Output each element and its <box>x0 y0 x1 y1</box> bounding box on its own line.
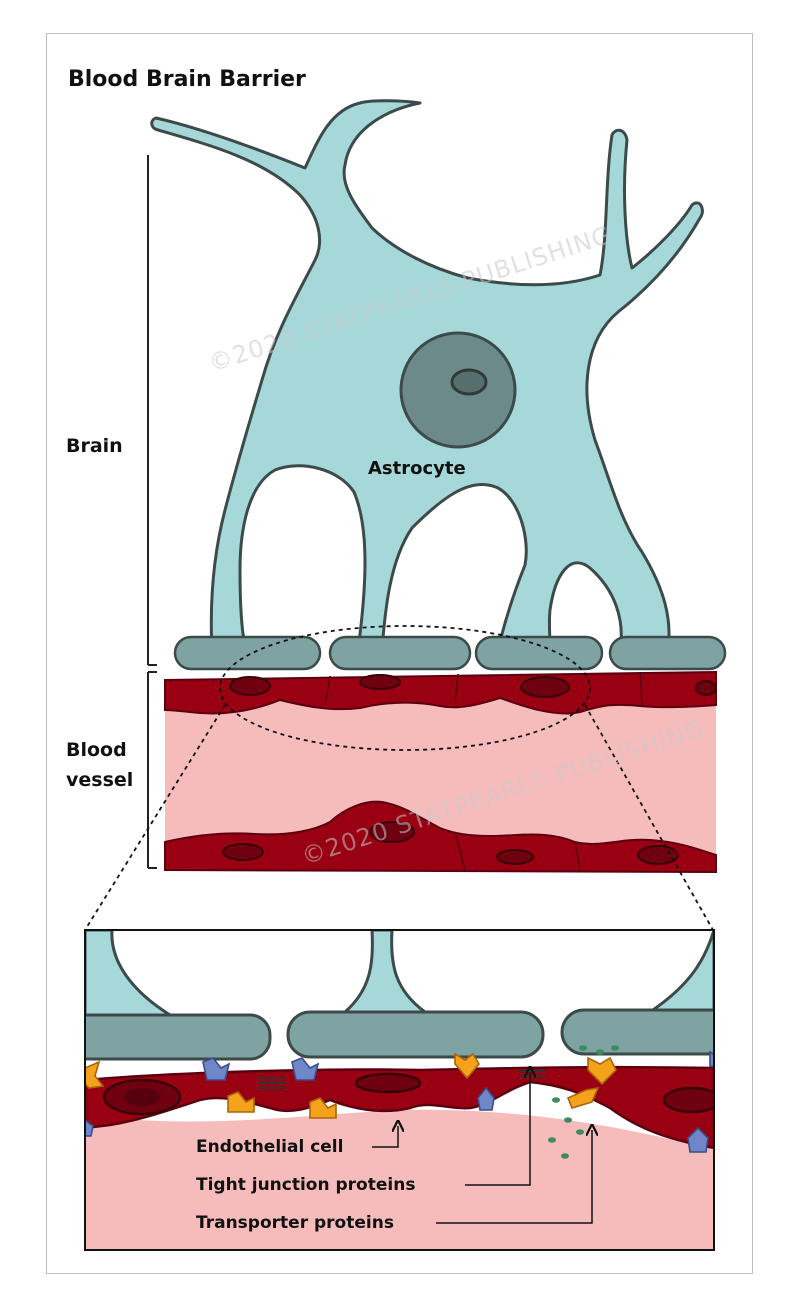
astrocyte-label: Astrocyte <box>368 458 466 479</box>
blood-vessel-label-line1: Blood <box>66 739 127 761</box>
brain-label: Brain <box>66 435 123 457</box>
lower-endothelium <box>164 800 717 874</box>
astrocyte-nucleolus <box>450 368 488 396</box>
vessel-bracket <box>147 671 157 869</box>
figure-frame <box>46 33 753 1274</box>
callout-leader-lines <box>372 1072 592 1224</box>
inset-border <box>84 929 715 1251</box>
astrocyte-end-feet <box>173 635 727 671</box>
blood-vessel <box>164 670 717 874</box>
tight-junction-label: Tight junction proteins <box>196 1175 415 1195</box>
transporter-label: Transporter proteins <box>196 1213 394 1233</box>
magnified-inset <box>85 930 714 1250</box>
brain-bracket <box>147 155 157 666</box>
zoom-region <box>219 625 591 751</box>
figure-title: Blood Brain Barrier <box>68 67 306 92</box>
endothelial-cell-label: Endothelial cell <box>196 1137 343 1157</box>
zoom-projection-lines <box>84 704 714 931</box>
blood-vessel-label-line2: vessel <box>66 769 133 791</box>
vessel-lumen <box>165 672 716 872</box>
